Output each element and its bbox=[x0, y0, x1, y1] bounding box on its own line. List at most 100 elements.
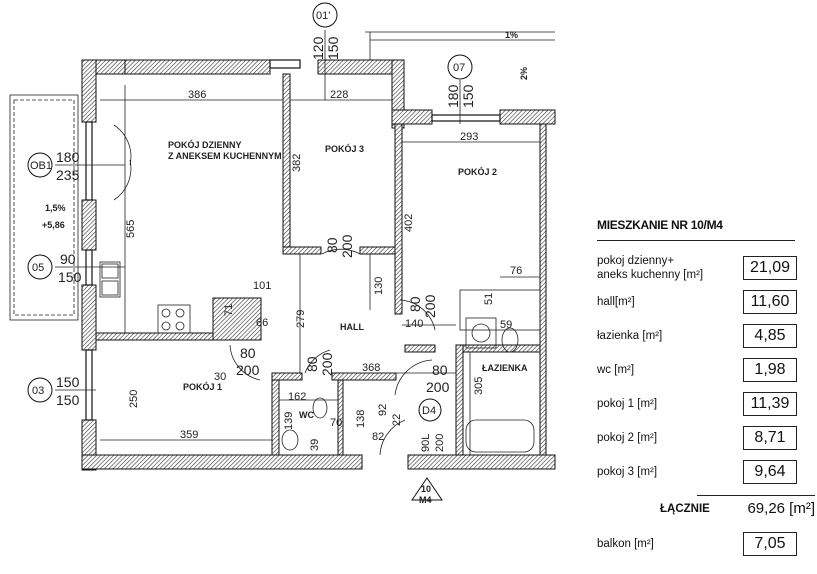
svg-text:200: 200 bbox=[236, 362, 260, 378]
svg-text:92: 92 bbox=[377, 404, 389, 416]
row-label: pokoj 3 [m²] bbox=[597, 466, 658, 478]
svg-text:150: 150 bbox=[56, 392, 80, 408]
window-tag-05: 05 90 150 bbox=[27, 251, 82, 285]
svg-text:150: 150 bbox=[56, 374, 80, 390]
svg-text:162: 162 bbox=[288, 391, 306, 403]
door-labels: 80 200 80 200 80 200 80 200 80 200 90L 2… bbox=[236, 234, 450, 452]
svg-text:M4: M4 bbox=[419, 495, 432, 505]
svg-text:200: 200 bbox=[319, 352, 335, 376]
balcony-row: balkon [m²] 7,05 bbox=[597, 527, 797, 561]
row-label: hall[m²] bbox=[597, 296, 635, 308]
svg-text:80: 80 bbox=[304, 356, 320, 372]
room-label-hall: HALL bbox=[340, 322, 364, 332]
table-row: pokoj 3 [m²] 9,64 bbox=[597, 455, 797, 489]
table-row: łazienka [m²] 4,85 bbox=[597, 319, 797, 353]
svg-text:51: 51 bbox=[483, 293, 495, 305]
svg-text:71: 71 bbox=[223, 304, 235, 316]
svg-text:59: 59 bbox=[500, 319, 512, 331]
svg-text:07: 07 bbox=[453, 62, 465, 74]
room-label-bathroom: ŁAZIENKA bbox=[482, 363, 528, 373]
svg-text:120: 120 bbox=[310, 36, 326, 60]
window-tag-ob1: OB1 180 235 bbox=[27, 149, 80, 183]
total-value: 69,26 [m²] bbox=[747, 500, 815, 517]
apartment-title: MIESZKANIE NR 10/M4 bbox=[597, 218, 795, 241]
svg-text:368: 368 bbox=[362, 362, 380, 374]
svg-text:+5,86: +5,86 bbox=[42, 220, 65, 230]
window-tag-01: 01' 120 150 bbox=[310, 2, 341, 60]
svg-text:150: 150 bbox=[325, 36, 341, 60]
svg-text:03: 03 bbox=[32, 385, 44, 397]
svg-text:138: 138 bbox=[355, 410, 367, 428]
svg-text:180: 180 bbox=[56, 149, 80, 165]
svg-text:90: 90 bbox=[60, 251, 76, 267]
svg-text:1%: 1% bbox=[505, 30, 518, 40]
row-label: pokoj 1 [m²] bbox=[597, 398, 658, 410]
door-swings bbox=[113, 124, 436, 456]
floor-plan: POKÓJ DZIENNY Z ANEKSEM KUCHENNYM POKÓJ … bbox=[9, 2, 556, 505]
area-value: 21,09 bbox=[743, 256, 797, 280]
door-tag-d4: D4 bbox=[418, 398, 442, 422]
area-value: 4,85 bbox=[743, 324, 797, 348]
svg-text:80: 80 bbox=[432, 362, 448, 378]
svg-text:402: 402 bbox=[403, 214, 415, 232]
area-value: 11,39 bbox=[743, 392, 797, 416]
balcony-top-right bbox=[365, 31, 555, 62]
svg-text:90L: 90L bbox=[420, 434, 432, 452]
svg-text:1,5%: 1,5% bbox=[45, 203, 66, 213]
svg-text:2%: 2% bbox=[519, 67, 529, 80]
svg-text:250: 250 bbox=[128, 390, 140, 408]
svg-text:140: 140 bbox=[405, 318, 423, 330]
svg-text:150: 150 bbox=[58, 269, 82, 285]
table-row: wc [m²] 1,98 bbox=[597, 353, 797, 387]
svg-text:359: 359 bbox=[180, 429, 198, 441]
window-tag-07: 07 180 150 bbox=[445, 54, 476, 108]
room-label-living: POKÓJ DZIENNY bbox=[168, 139, 242, 150]
balcony-left bbox=[9, 94, 79, 321]
table-row: pokoj dzienny+aneks kuchenny [m²] 21,09 bbox=[597, 251, 797, 285]
svg-text:305: 305 bbox=[473, 377, 485, 395]
svg-text:200: 200 bbox=[426, 379, 450, 395]
row-label: pokoj dzienny+ bbox=[597, 255, 675, 267]
svg-text:39: 39 bbox=[309, 439, 321, 451]
svg-text:82: 82 bbox=[372, 431, 384, 443]
svg-text:OB1: OB1 bbox=[30, 160, 52, 172]
svg-text:382: 382 bbox=[291, 154, 303, 172]
svg-text:05: 05 bbox=[32, 262, 44, 274]
window-tag-03: 03 150 150 bbox=[27, 374, 80, 408]
area-value: 7,05 bbox=[743, 532, 797, 556]
dimension-labels: 386 228 293 565 382 402 279 130 250 305 … bbox=[125, 89, 522, 451]
dimension-lines bbox=[55, 30, 540, 455]
svg-text:70: 70 bbox=[330, 417, 342, 429]
svg-text:139: 139 bbox=[283, 412, 295, 430]
svg-text:01': 01' bbox=[316, 10, 330, 22]
balcony-annotations: 1,5% +5,86 1% 2% bbox=[42, 30, 529, 230]
svg-text:150: 150 bbox=[460, 84, 476, 108]
row-label: balkon [m²] bbox=[597, 538, 654, 550]
row-label: wc [m²] bbox=[597, 364, 635, 376]
room-label-living-2: Z ANEKSEM KUCHENNYM bbox=[168, 151, 282, 161]
svg-text:30: 30 bbox=[214, 371, 226, 383]
svg-text:228: 228 bbox=[330, 89, 348, 101]
table-row: pokoj 1 [m²] 11,39 bbox=[597, 387, 797, 421]
room-label-room2: POKÓJ 2 bbox=[458, 166, 497, 177]
svg-text:200: 200 bbox=[339, 234, 355, 258]
svg-text:80: 80 bbox=[240, 345, 256, 361]
svg-text:180: 180 bbox=[445, 84, 461, 108]
area-value: 11,60 bbox=[743, 290, 797, 314]
area-value: 1,98 bbox=[743, 358, 797, 382]
svg-text:66: 66 bbox=[256, 317, 268, 329]
bathroom-fixtures bbox=[281, 317, 535, 453]
svg-text:200: 200 bbox=[422, 294, 438, 318]
svg-text:22: 22 bbox=[391, 414, 403, 426]
svg-text:386: 386 bbox=[188, 89, 206, 101]
row-label: łazienka [m²] bbox=[597, 330, 663, 342]
area-value: 9,64 bbox=[743, 460, 797, 484]
area-value: 8,71 bbox=[743, 426, 797, 450]
svg-text:80: 80 bbox=[324, 237, 340, 253]
table-row: hall[m²] 11,60 bbox=[597, 285, 797, 319]
svg-text:80: 80 bbox=[407, 296, 423, 312]
svg-text:D4: D4 bbox=[422, 405, 436, 417]
svg-text:101: 101 bbox=[253, 280, 271, 292]
room-label-wc: WC bbox=[299, 410, 314, 420]
svg-text:200: 200 bbox=[434, 434, 446, 452]
